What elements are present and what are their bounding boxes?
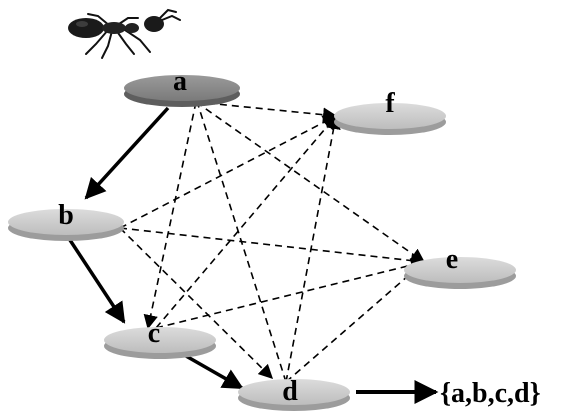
node-pad-top xyxy=(334,103,446,129)
node-pad-top xyxy=(104,327,216,353)
node-f: f xyxy=(334,88,446,135)
nodes: a b c d e f xyxy=(8,66,516,411)
candidate-edge-d-e xyxy=(285,261,426,383)
candidate-edge-b-f xyxy=(119,115,338,229)
candidate-edge-c-e xyxy=(155,258,426,329)
node-pad-top xyxy=(8,209,124,235)
node-b: b xyxy=(8,200,124,241)
candidate-edge-b-e xyxy=(119,227,426,268)
result-label: {a,b,c,d} xyxy=(440,378,541,409)
candidate-edge-a-c xyxy=(143,101,197,330)
node-label-a: a xyxy=(173,66,187,97)
ant-icon xyxy=(68,8,181,59)
node-e: e xyxy=(404,244,516,289)
candidate-edge-d-a xyxy=(191,90,287,383)
node-label-c: c xyxy=(148,318,160,349)
candidate-edge-a-e xyxy=(195,101,426,263)
path-edge-b-c xyxy=(64,233,126,324)
node-pad-top xyxy=(238,379,350,405)
node-pad-top xyxy=(124,75,240,101)
candidate-edge-d-f xyxy=(285,114,341,383)
candidate-edges xyxy=(119,90,426,383)
node-a: a xyxy=(124,66,240,107)
node-d: d xyxy=(238,376,350,411)
node-pad-top xyxy=(404,257,516,283)
path-edge-a-b xyxy=(84,106,170,200)
candidate-edge-c-f xyxy=(155,114,337,329)
node-label-f: f xyxy=(385,88,395,119)
node-label-b: b xyxy=(58,200,74,231)
node-label-e: e xyxy=(446,244,458,275)
node-label-d: d xyxy=(282,376,298,407)
node-c: c xyxy=(104,318,216,359)
